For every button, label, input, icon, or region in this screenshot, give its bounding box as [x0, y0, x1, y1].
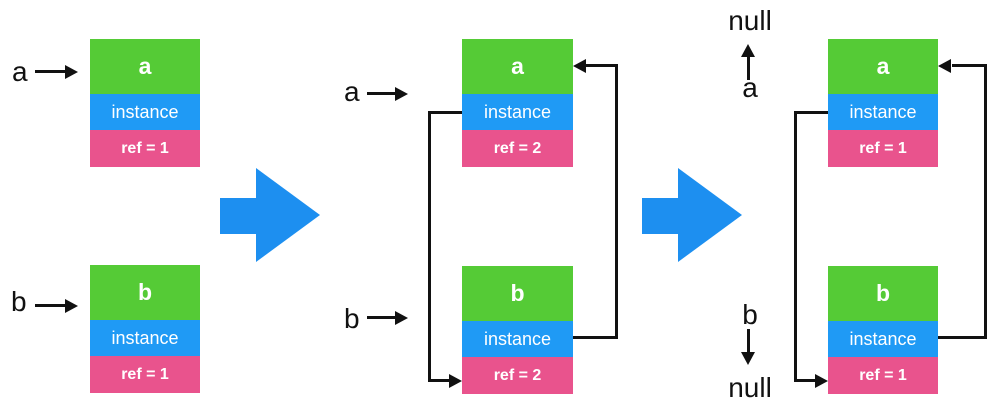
object-instance-row: instance: [828, 321, 938, 357]
panel3-var-a-arrow-up-icon: [741, 44, 755, 57]
panel3-object-box-a: a instance ref = 1: [828, 39, 938, 167]
object-instance-row: instance: [828, 94, 938, 130]
arrow-shaft: [220, 198, 257, 234]
object-title: a: [462, 39, 573, 94]
panel3-ref-a-to-b-arrow-right-icon: [815, 374, 828, 388]
panel1-object-box-b: b instance ref = 1: [90, 265, 200, 393]
panel3-ref-a-to-b-line-bottom: [794, 379, 815, 382]
panel2-object-box-b: b instance ref = 2: [462, 266, 573, 394]
panel1-object-box-a: a instance ref = 1: [90, 39, 200, 167]
object-instance-row: instance: [462, 321, 573, 357]
panel3-var-b-arrow-down-icon: [741, 352, 755, 365]
panel3-var-a-label: a: [742, 72, 758, 103]
object-title: b: [828, 266, 938, 321]
panel1-var-b-arrow-line: [35, 304, 65, 307]
panel2-ref-b-to-a-arrow-left-icon: [573, 59, 586, 73]
panel1-var-b-label: b: [11, 286, 27, 317]
object-instance-row: instance: [462, 94, 573, 130]
arrow-head: [678, 168, 742, 262]
object-refcount-row: ref = 1: [90, 356, 200, 393]
panel3-ref-b-to-a-line-bottom: [938, 336, 984, 339]
panel3-null-top-label: null: [728, 5, 772, 36]
object-refcount-row: ref = 1: [828, 357, 938, 394]
panel2-var-b-arrow-line: [367, 316, 395, 319]
panel2-object-box-a: a instance ref = 2: [462, 39, 573, 167]
panel1-var-a-label: a: [12, 56, 28, 87]
panel2-ref-a-to-b-line-bottom: [428, 379, 449, 382]
object-refcount-row: ref = 2: [462, 130, 573, 167]
panel3-ref-a-to-b-line-vertical: [794, 111, 797, 382]
arrow-head: [256, 168, 320, 262]
object-title: b: [462, 266, 573, 321]
panel3-ref-b-to-a-arrow-left-icon: [938, 59, 951, 73]
panel2-ref-a-to-b-line-top: [428, 111, 462, 114]
transition-arrow-right-icon: [220, 168, 320, 263]
transition-arrow-right-icon: [642, 168, 742, 263]
panel3-null-bottom-label: null: [728, 372, 772, 403]
panel2-var-a-arrow-line: [367, 92, 395, 95]
panel3-ref-b-to-a-line-top: [952, 64, 984, 67]
object-refcount-row: ref = 1: [828, 130, 938, 167]
object-refcount-row: ref = 1: [90, 130, 200, 167]
panel3-var-b-label: b: [742, 299, 758, 330]
panel1-var-a-arrow-line: [35, 70, 65, 73]
object-title: a: [90, 39, 200, 94]
panel3-var-a-arrow-line: [747, 56, 750, 80]
panel1-var-b-arrow-right-icon: [65, 299, 78, 313]
panel2-ref-a-to-b-arrow-right-icon: [449, 374, 462, 388]
object-refcount-row: ref = 2: [462, 357, 573, 394]
panel2-ref-b-to-a-line-top: [586, 64, 618, 67]
panel2-var-b-label: b: [344, 303, 360, 334]
panel3-ref-a-to-b-line-top: [794, 111, 828, 114]
panel2-var-a-label: a: [344, 76, 360, 107]
arrow-shaft: [642, 198, 679, 234]
object-instance-row: instance: [90, 320, 200, 356]
object-instance-row: instance: [90, 94, 200, 130]
panel3-object-box-b: b instance ref = 1: [828, 266, 938, 394]
panel2-ref-b-to-a-line-bottom: [573, 336, 618, 339]
object-title: a: [828, 39, 938, 94]
panel3-var-b-arrow-line: [747, 329, 750, 353]
panel2-ref-b-to-a-line-vertical: [615, 64, 618, 339]
panel1-var-a-arrow-right-icon: [65, 65, 78, 79]
panel3-ref-b-to-a-line-vertical: [984, 64, 987, 339]
panel2-var-a-arrow-right-icon: [395, 87, 408, 101]
panel2-var-b-arrow-right-icon: [395, 311, 408, 325]
object-title: b: [90, 265, 200, 320]
panel2-ref-a-to-b-line-vertical: [428, 111, 431, 382]
